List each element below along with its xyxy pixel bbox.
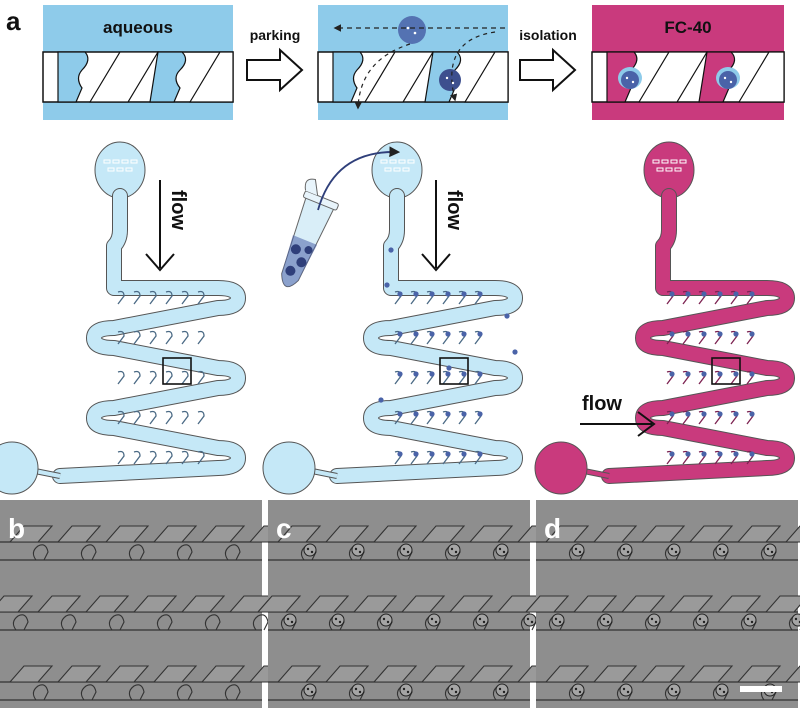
chip-aqueous [0,141,246,495]
chip1-flow-label: flow [167,190,189,230]
chip2-flow-label: flow [443,190,465,230]
micrograph-c [256,500,562,708]
chip3-flow: flow [580,393,656,437]
fc40-label: FC-40 [664,18,711,37]
panel-label-a: a [6,6,21,36]
parking-arrow-icon [246,47,304,93]
chip-fc40 [534,141,795,495]
chip3-flow-label: flow [582,393,622,415]
schematic-aqueous: aqueous [42,5,234,120]
chip2-flow: flow [421,180,465,272]
isolation-label: isolation [519,27,577,43]
panel-label-b: b [8,513,25,544]
parking-label: parking [250,27,301,43]
chip1-flow: flow [145,180,189,272]
chip-parking [262,141,523,495]
schematic-parking [317,5,509,120]
tube-icon [281,146,401,288]
micrograph-b [0,500,294,708]
micrograph-d [524,500,800,708]
schematic-fc40: FC-40 [591,5,785,120]
panel-label-d: d [544,513,561,544]
scale-bar-icon [740,686,782,692]
isolation-arrow-icon [519,47,577,93]
panel-label-c: c [276,513,292,544]
aqueous-label: aqueous [103,18,173,37]
